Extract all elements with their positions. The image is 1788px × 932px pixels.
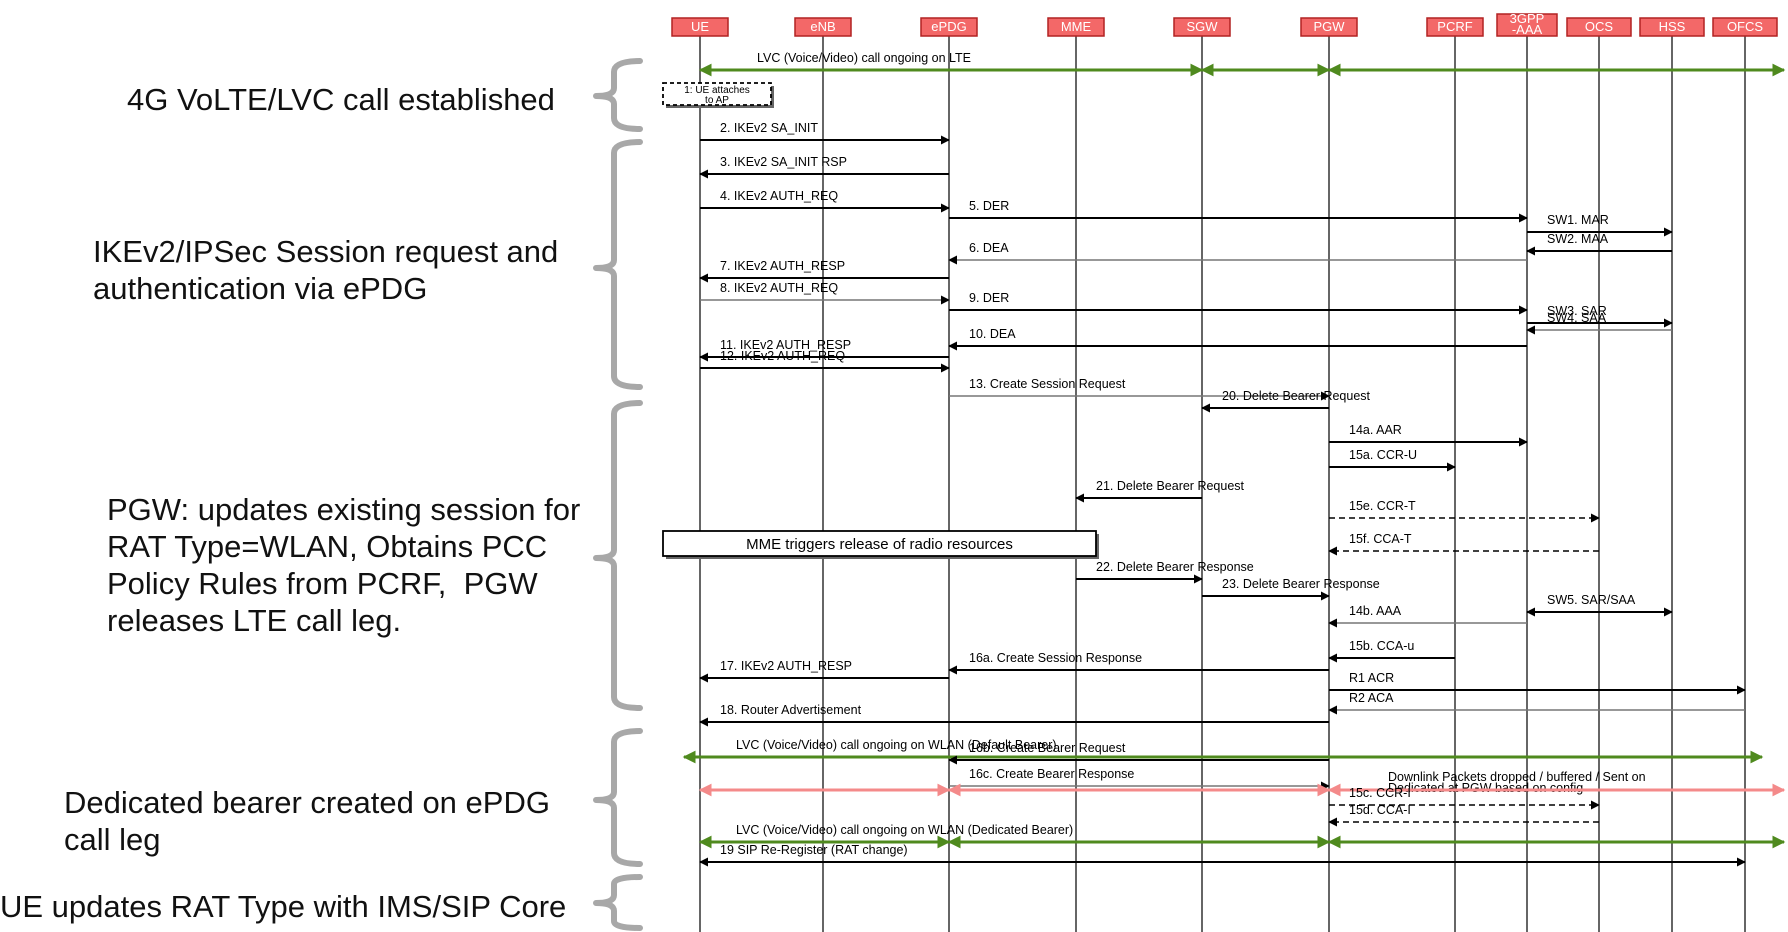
message-label: 13. Create Session Request [969, 377, 1126, 391]
entity-box-aaa [1496, 13, 1558, 37]
phase-label-rat-update: UE updates RAT Type with IMS/SIP Core [0, 889, 567, 924]
message-label: 21. Delete Bearer Request [1096, 479, 1245, 493]
entity-box-ocs [1566, 17, 1632, 37]
entity-box-pgw [1300, 17, 1358, 37]
message-label: 16a. Create Session Response [969, 651, 1142, 665]
message-label: 11. IKEv2 AUTH_RESP [720, 338, 851, 352]
entity-label-pcrf: PCRF [1437, 19, 1472, 34]
message-label: 14b. AAA [1349, 604, 1402, 618]
message-label: 16b. Create Bearer Request [969, 741, 1126, 755]
entity-box-ofcs [1712, 17, 1778, 37]
entity-label-sgw: SGW [1186, 19, 1218, 34]
entity-label-ofcs: OFCS [1727, 19, 1763, 34]
message-label: 7. IKEv2 AUTH_RESP [720, 259, 845, 273]
phase-label-volte: 4G VoLTE/LVC call established [127, 82, 555, 117]
message-label: SW2. MAA [1547, 232, 1609, 246]
note-text-ue-attaches: 1: UE attaches [684, 85, 750, 96]
message-label: 18. Router Advertisement [720, 703, 862, 717]
message-label: R2 ACA [1349, 691, 1394, 705]
message-label: SW1. MAR [1547, 213, 1609, 227]
entity-label-enb: eNB [810, 19, 835, 34]
message-label: 15b. CCA-u [1349, 639, 1414, 653]
message-label: SW4. SAA [1547, 311, 1607, 325]
brace-volte [593, 58, 643, 132]
message-label: 22. Delete Bearer Response [1096, 560, 1254, 574]
message-label: 4. IKEv2 AUTH_REQ [720, 189, 838, 203]
message-label: LVC (Voice/Video) call ongoing on WLAN (… [736, 738, 1057, 752]
message-label: 14a. AAR [1349, 423, 1402, 437]
message-label: 3. IKEv2 SA_INIT RSP [720, 155, 847, 169]
message-label: LVC (Voice/Video) call ongoing on LTE [757, 51, 971, 65]
entity-box-pcrf [1426, 17, 1484, 37]
brace-dedicated [593, 728, 643, 867]
note-text-downlink-note: Dedicated at PGW based on config [1388, 781, 1583, 795]
message-label: 2. IKEv2 SA_INIT [720, 121, 818, 135]
message-label: LVC (Voice/Video) call ongoing on WLAN (… [736, 823, 1073, 837]
message-label: 15f. CCA-T [1349, 532, 1412, 546]
entity-box-mme [1047, 17, 1105, 37]
message-label: 20. Delete Bearer Request [1222, 389, 1371, 403]
note-text-mme-release: MME triggers release of radio resources [746, 536, 1013, 553]
entity-headers: UE eNB ePDG MME SGW PGW PCRF 3GPP-AAA OCS HSS OFCS [671, 11, 1778, 37]
phase-label-ikev2: IKEv2/IPSec Session request and authenti… [93, 234, 559, 306]
message-label: 15e. CCR-T [1349, 499, 1416, 513]
messages: LVC (Voice/Video) call ongoing on LTE 2. … [682, 51, 1786, 867]
entity-label-pgw: PGW [1313, 19, 1345, 34]
entity-label-epdg: ePDG [931, 19, 966, 34]
message-label: 9. DER [969, 291, 1009, 305]
entity-label-aaa: -AAA [1512, 22, 1543, 37]
entity-label-hss: HSS [1659, 19, 1686, 34]
message-label: 12. IKEv2 AUTH_REQ [720, 349, 845, 363]
message-label: 15c. CCR-I [1349, 786, 1411, 800]
entity-box-hss [1639, 17, 1705, 37]
message-label: 5. DER [969, 199, 1009, 213]
message-label: 15a. CCR-U [1349, 448, 1417, 462]
message-label: 16c. Create Bearer Response [969, 767, 1134, 781]
lifelines [699, 36, 1746, 932]
brace-rat-update [593, 874, 643, 931]
entity-label-ocs: OCS [1585, 19, 1614, 34]
phase-braces [593, 58, 643, 931]
message-label: R1 ACR [1349, 671, 1394, 685]
message-label: 8. IKEv2 AUTH_REQ [720, 281, 838, 295]
message-label: SW3. SAR [1547, 304, 1607, 318]
message-label: 19 SIP Re-Register (RAT change) [720, 843, 908, 857]
phase-label-dedicated: Dedicated bearer created on ePDG call le… [64, 785, 550, 857]
entity-label-aaa: 3GPP [1510, 11, 1545, 26]
brace-ikev2 [593, 139, 643, 390]
message-label: 6. DEA [969, 241, 1009, 255]
brace-pgw-update [593, 400, 643, 711]
message-label: 15d. CCA-I [1349, 803, 1411, 817]
note-box-mme-release [662, 530, 1097, 557]
entity-label-ue: UE [691, 19, 709, 34]
entity-box-sgw [1173, 17, 1231, 37]
message-label: 10. DEA [969, 327, 1016, 341]
entity-label-mme: MME [1061, 19, 1092, 34]
note-text-downlink-note: Downlink Packets dropped / buffered / Se… [1388, 770, 1646, 784]
note-text-ue-attaches: to AP [705, 95, 729, 106]
entity-box-epdg [920, 17, 978, 37]
message-label: SW5. SAR/SAA [1547, 593, 1636, 607]
message-label: 17. IKEv2 AUTH_RESP [720, 659, 852, 673]
note-box-ue-attaches [662, 82, 772, 106]
message-label: 23. Delete Bearer Response [1222, 577, 1380, 591]
entity-box-ue [671, 17, 729, 37]
entity-box-enb [794, 17, 852, 37]
phase-label-pgw-update: PGW: updates existing session for RAT Ty… [107, 492, 581, 638]
